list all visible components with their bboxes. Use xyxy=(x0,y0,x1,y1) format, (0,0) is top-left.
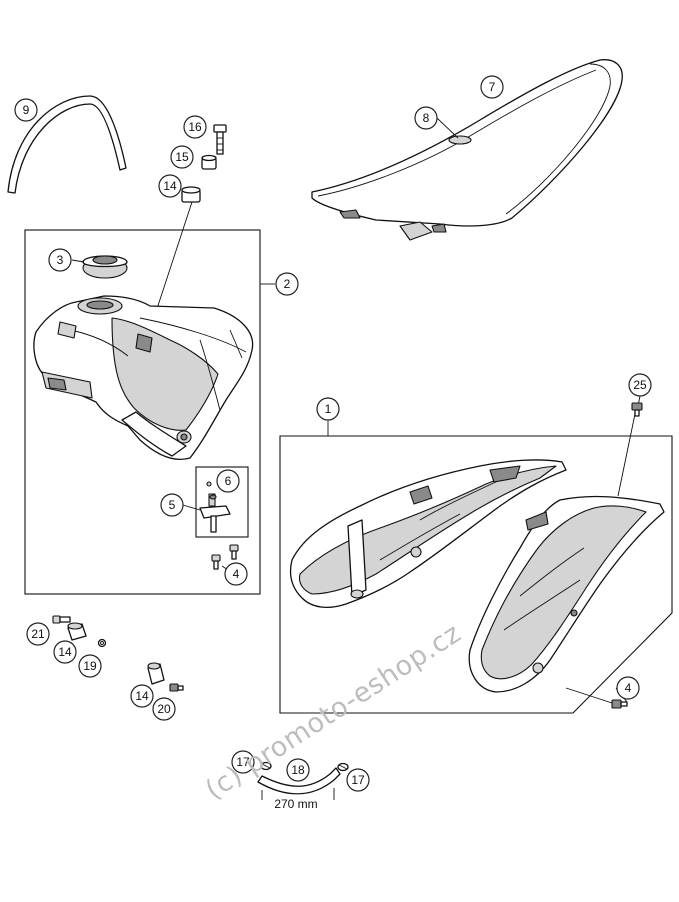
parts-17-18-fuel-hose xyxy=(257,761,349,800)
callout-4-tank: 4 xyxy=(224,562,248,586)
part-4-screws-tank xyxy=(211,544,239,571)
callout-25: 25 xyxy=(628,373,652,397)
part-5-fuel-tap xyxy=(182,481,231,533)
parts-small-fasteners xyxy=(52,615,184,692)
callout-9: 9 xyxy=(14,98,38,122)
svg-text:21: 21 xyxy=(31,627,45,641)
callout-14-top: 14 xyxy=(158,174,182,198)
svg-text:9: 9 xyxy=(23,103,30,117)
callout-15: 15 xyxy=(170,145,194,169)
svg-text:18: 18 xyxy=(291,763,305,777)
svg-text:16: 16 xyxy=(188,120,202,134)
callout-5: 5 xyxy=(160,493,184,517)
callout-17-left: 17 xyxy=(231,750,255,774)
frame-fuel-tap xyxy=(195,466,249,538)
svg-text:14: 14 xyxy=(58,645,72,659)
part-2-fuel-tank xyxy=(33,295,254,461)
svg-text:5: 5 xyxy=(169,498,176,512)
part-7-seat xyxy=(311,59,623,241)
hose-length-label: 270 mm xyxy=(274,797,317,811)
svg-text:17: 17 xyxy=(236,755,250,769)
frame-side-covers xyxy=(279,435,673,714)
callout-1: 1 xyxy=(316,397,340,421)
part-25-screw xyxy=(631,402,643,417)
svg-text:4: 4 xyxy=(233,567,240,581)
part-1-right-side-cover xyxy=(468,495,665,693)
callout-8: 8 xyxy=(414,106,438,130)
svg-text:19: 19 xyxy=(83,659,97,673)
frame-fuel-tank-assembly xyxy=(24,229,261,595)
part-1-left-side-cover xyxy=(289,459,567,609)
callout-17-right: 17 xyxy=(346,768,370,792)
svg-text:3: 3 xyxy=(57,253,64,267)
callout-6: 6 xyxy=(216,469,240,493)
callout-2: 2 xyxy=(275,272,299,296)
callout-21: 21 xyxy=(26,622,50,646)
svg-text:6: 6 xyxy=(225,474,232,488)
callout-18: 18 xyxy=(286,758,310,782)
callout-7: 7 xyxy=(480,75,504,99)
svg-text:14: 14 xyxy=(163,179,177,193)
svg-text:7: 7 xyxy=(489,80,496,94)
callout-16: 16 xyxy=(183,115,207,139)
part-9-breather-hose xyxy=(7,95,127,194)
callout-14-mid: 14 xyxy=(53,640,77,664)
svg-text:4: 4 xyxy=(625,681,632,695)
svg-text:25: 25 xyxy=(633,378,647,392)
part-3-fuel-cap xyxy=(71,255,128,279)
svg-text:8: 8 xyxy=(423,111,430,125)
svg-text:1: 1 xyxy=(325,402,332,416)
svg-text:17: 17 xyxy=(351,773,365,787)
svg-text:20: 20 xyxy=(157,702,171,716)
callout-4-side-cover: 4 xyxy=(616,676,640,700)
callout-3: 3 xyxy=(48,248,72,272)
svg-text:2: 2 xyxy=(284,277,291,291)
callout-19: 19 xyxy=(78,654,102,678)
callout-14-low: 14 xyxy=(130,684,154,708)
callout-20: 20 xyxy=(152,697,176,721)
svg-text:14: 14 xyxy=(135,689,149,703)
svg-text:15: 15 xyxy=(175,150,189,164)
